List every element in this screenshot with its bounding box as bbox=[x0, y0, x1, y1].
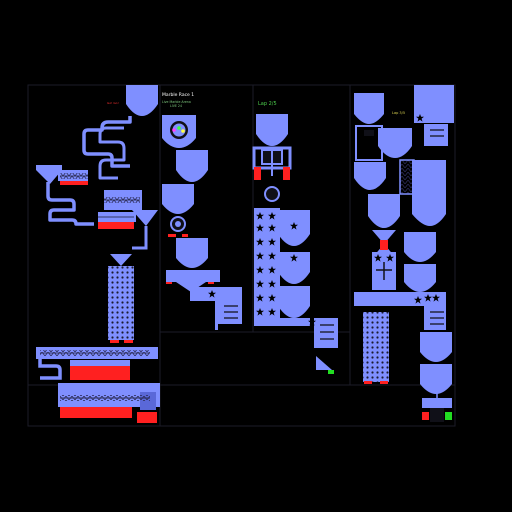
board-frame bbox=[27, 84, 456, 427]
red-hazard-bar bbox=[60, 407, 132, 418]
marble-icon bbox=[181, 129, 185, 133]
funnel-icon bbox=[354, 162, 386, 190]
funnel-icon bbox=[420, 364, 452, 394]
chute-slots bbox=[224, 305, 238, 319]
red-hazard-bar bbox=[380, 240, 388, 250]
funnel-icon bbox=[354, 93, 384, 124]
funnel-icon bbox=[126, 85, 158, 116]
zigzag-tube bbox=[46, 182, 94, 226]
red-hazard-bar bbox=[110, 340, 119, 343]
red-hazard-bar bbox=[168, 234, 176, 237]
red-hazard-bar bbox=[60, 181, 88, 185]
hourglass-gate bbox=[372, 230, 396, 258]
side-chute bbox=[424, 124, 448, 146]
funnel-icon bbox=[278, 210, 310, 246]
lap-counter-side: Lap 3/5 bbox=[392, 111, 406, 115]
support-pole bbox=[215, 300, 218, 330]
tiny-red-label: Go! Go! bbox=[107, 101, 119, 105]
zigzag-tube bbox=[82, 116, 132, 168]
center-track bbox=[252, 114, 338, 374]
red-hazard-bar bbox=[422, 412, 429, 420]
red-hazard-bar bbox=[137, 412, 157, 423]
red-hazard-bar bbox=[166, 282, 172, 284]
mixer-box bbox=[399, 159, 415, 195]
race-subtitle: Live Marble Arena bbox=[162, 100, 191, 104]
zigzag-texture bbox=[40, 350, 150, 356]
red-hazard-bar bbox=[98, 222, 134, 229]
left-track-section bbox=[36, 85, 160, 423]
funnel-icon bbox=[420, 332, 452, 362]
funnel-icon bbox=[368, 194, 400, 228]
peg-column bbox=[108, 266, 134, 340]
red-hazard-bar bbox=[364, 381, 372, 384]
funnel-icon bbox=[132, 210, 158, 226]
conveyor-belt bbox=[190, 287, 242, 301]
funnel-icon bbox=[110, 254, 132, 266]
marble-icon bbox=[177, 126, 181, 130]
funnel-icon bbox=[378, 128, 412, 158]
mixer-core bbox=[364, 130, 374, 136]
zigzag-tube bbox=[132, 226, 148, 250]
funnel-icon bbox=[278, 252, 310, 284]
marble-icon bbox=[172, 128, 176, 132]
gear-wheel-icon bbox=[171, 122, 187, 138]
lower-platform bbox=[354, 292, 446, 306]
gear-wheel-icon bbox=[175, 221, 181, 227]
funnel-icon bbox=[404, 232, 436, 262]
lower-platform bbox=[254, 318, 310, 326]
finish-pad bbox=[445, 412, 452, 420]
red-hazard-bar bbox=[380, 381, 388, 384]
conveyor-belt bbox=[166, 270, 220, 282]
race-subtitle-2: LIVE 24 bbox=[170, 104, 182, 108]
finish-pad bbox=[328, 370, 334, 374]
zigzag-texture bbox=[60, 395, 150, 401]
right-track bbox=[354, 85, 454, 422]
lap-counter: Lap 2/5 bbox=[258, 101, 277, 107]
funnel-icon bbox=[278, 286, 310, 318]
red-hazard-bar bbox=[70, 366, 130, 380]
red-hazard-bar bbox=[254, 167, 261, 180]
red-hazard-bar bbox=[283, 167, 290, 180]
chute-slots bbox=[320, 324, 334, 340]
race-title: Marble Race 1 bbox=[162, 93, 195, 98]
zigzag-texture bbox=[104, 197, 140, 203]
ramp bbox=[316, 356, 332, 370]
side-chute bbox=[314, 318, 338, 348]
chute-slots bbox=[430, 311, 444, 325]
finish-gate bbox=[430, 408, 444, 422]
funnel-icon bbox=[36, 165, 62, 184]
star-field bbox=[254, 208, 280, 326]
center-left-track bbox=[162, 115, 242, 330]
zigzag-texture bbox=[60, 173, 88, 179]
peg-column bbox=[363, 312, 389, 382]
funnel-icon bbox=[256, 114, 288, 146]
red-hazard-bar bbox=[208, 282, 214, 284]
zigzag-tube bbox=[98, 126, 126, 180]
funnel-icon bbox=[412, 160, 446, 226]
funnel-icon bbox=[176, 238, 208, 268]
red-hazard-bar bbox=[182, 234, 188, 237]
funnel-icon bbox=[162, 184, 194, 214]
red-hazard-bar bbox=[124, 340, 133, 343]
gear-wheel-icon bbox=[264, 186, 280, 202]
funnel-icon bbox=[176, 150, 208, 182]
red-hazard-bar bbox=[70, 360, 130, 366]
chute-slots bbox=[430, 129, 444, 137]
funnel-icon bbox=[404, 264, 436, 292]
zigzag-tube bbox=[38, 358, 62, 380]
